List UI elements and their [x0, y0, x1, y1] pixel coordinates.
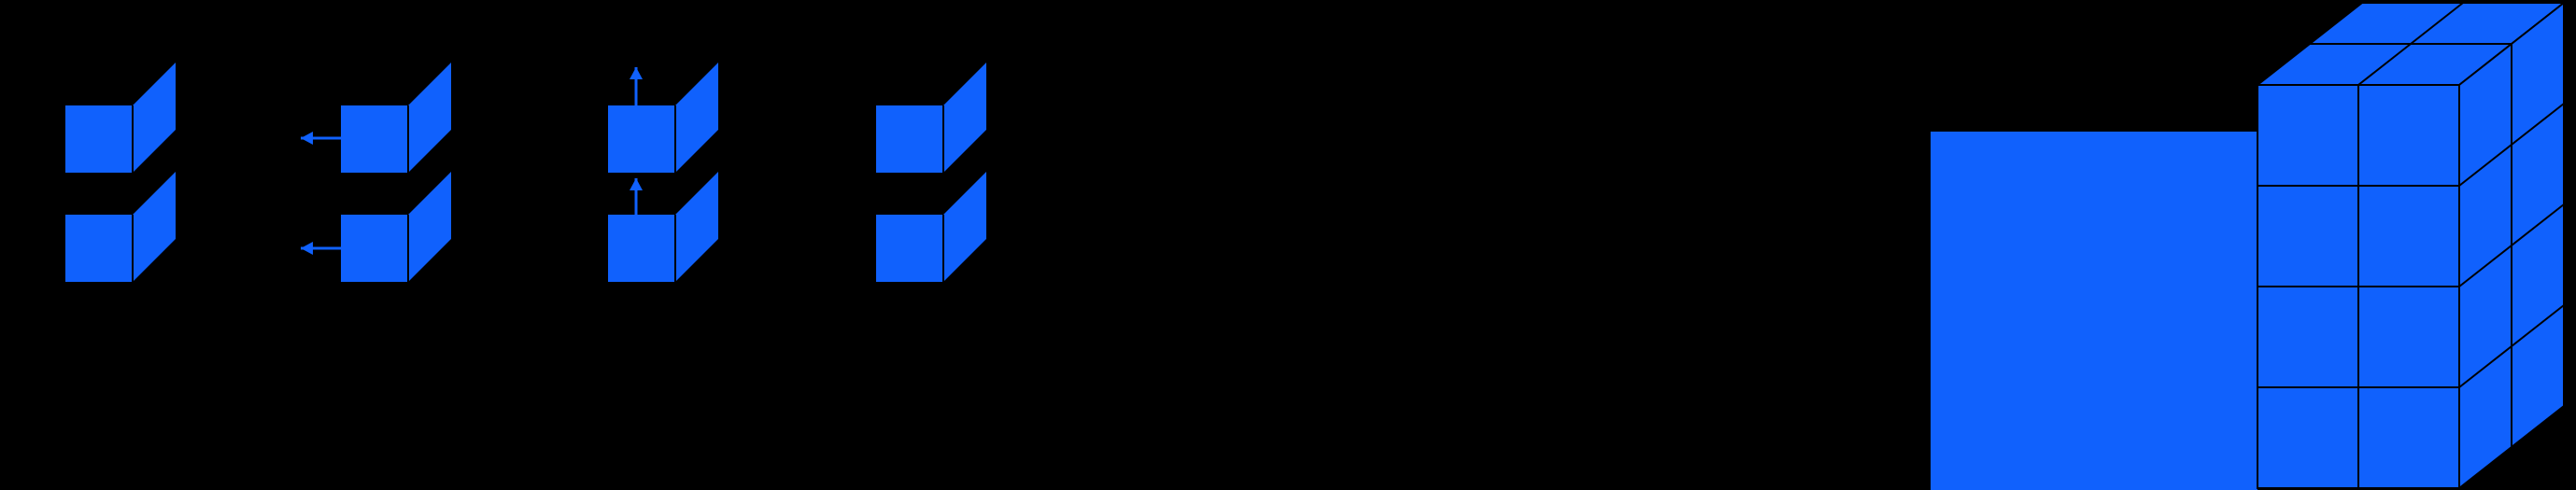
pair-of-unit-cubes-plain [65, 63, 176, 282]
pair-of-unit-cubes-left-arrows [301, 63, 451, 282]
group-2-unit-cube-bottom [341, 172, 451, 282]
group-2-unit-cube-bottom-side-face [408, 172, 451, 282]
group-3-unit-cube-top-front-face [608, 105, 675, 173]
arrow-up-bottom-head [630, 178, 643, 190]
group-2-unit-cube-top-side-face [408, 63, 451, 173]
assembled-rectangular-prism [1931, 0, 2567, 490]
prism-right-gridline-h-3 [2458, 304, 2565, 388]
flat-slab-face [1931, 132, 2258, 490]
pair-of-unit-cubes-up-arrows [608, 63, 718, 282]
prism-right-gridline-h-1 [2458, 103, 2565, 187]
arrow-up-top-head [630, 67, 643, 79]
group-2-unit-cube-top-front-face [341, 105, 408, 173]
group-1-unit-cube-top-front-face [65, 105, 133, 173]
group-3-unit-cube-bottom-front-face [608, 215, 675, 282]
group-3-unit-cube-top-side-face [675, 63, 718, 173]
arrow-up-bottom [630, 178, 643, 215]
arrow-left-bottom-head [301, 242, 313, 255]
group-1-unit-cube-bottom [65, 172, 176, 282]
group-2-unit-cube-bottom-front-face [341, 215, 408, 282]
group-3-unit-cube-top [608, 63, 718, 173]
arrow-left-top [301, 132, 341, 145]
group-4-unit-cube-bottom-front-face [876, 215, 943, 282]
arrow-up-top [630, 67, 643, 105]
group-4-unit-cube-bottom-side-face [943, 172, 986, 282]
cube-stack [1931, 0, 2567, 490]
pair-of-unit-cubes-plain-2 [876, 63, 986, 282]
group-2-unit-cube-top [341, 63, 451, 173]
group-4-unit-cube-top-side-face [943, 63, 986, 173]
group-1-unit-cube-bottom-side-face [133, 172, 176, 282]
group-3-unit-cube-bottom-side-face [675, 172, 718, 282]
group-1-unit-cube-bottom-front-face [65, 215, 133, 282]
arrow-left-bottom [301, 242, 341, 255]
group-1-unit-cube-top [65, 63, 176, 173]
group-4-unit-cube-top-front-face [876, 105, 943, 173]
prism-right-gridline-h-2 [2458, 203, 2565, 287]
group-3-unit-cube-bottom [608, 172, 718, 282]
group-4-unit-cube-top [876, 63, 986, 173]
arrow-left-top-head [301, 132, 313, 145]
group-1-unit-cube-top-side-face [133, 63, 176, 173]
group-4-unit-cube-bottom [876, 172, 986, 282]
